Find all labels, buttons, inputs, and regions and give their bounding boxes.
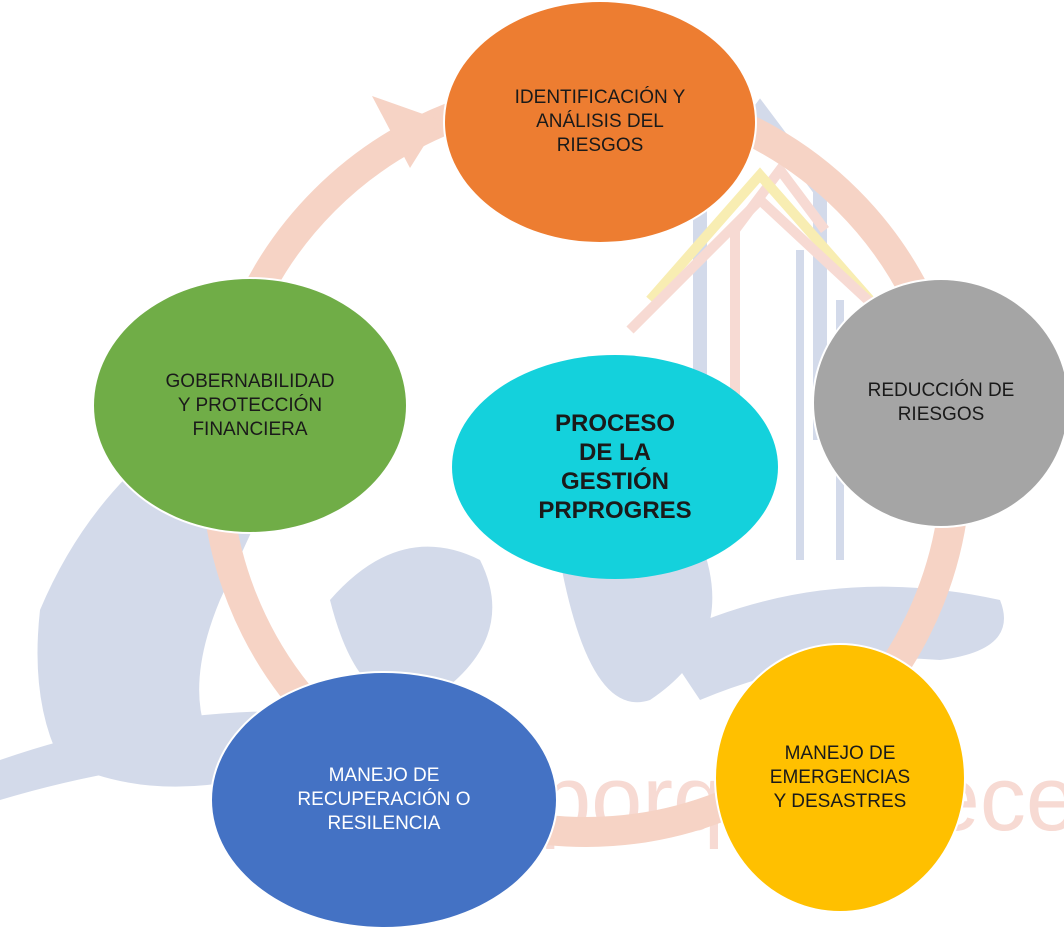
cycle-arrowhead-icon <box>372 96 440 168</box>
node-identificacion: IDENTIFICACIÓN Y ANÁLISIS DEL RIESGOS <box>443 0 757 244</box>
node-center-label: PROCESO DE LA GESTIÓN PRPROGRES <box>538 410 692 524</box>
node-reduccion: REDUCCIÓN DE RIESGOS <box>812 278 1064 528</box>
node-identificacion-label: IDENTIFICACIÓN Y ANÁLISIS DEL RIESGOS <box>514 87 686 156</box>
node-gobernabilidad: GOBERNABILIDAD Y PROTECCIÓN FINANCIERA <box>92 277 408 534</box>
node-center: PROCESO DE LA GESTIÓN PRPROGRES <box>452 355 778 579</box>
node-emergencias: MANEJO DE EMERGENCIAS Y DESASTRES <box>714 643 966 913</box>
node-emergencias-label: MANEJO DE EMERGENCIAS Y DESASTRES <box>769 743 911 812</box>
node-reduccion-label: REDUCCIÓN DE RIESGOS <box>867 380 1015 425</box>
node-gobernabilidad-label: GOBERNABILIDAD Y PROTECCIÓN FINANCIERA <box>165 370 335 440</box>
node-recuperacion-label: MANEJO DE RECUPERACIÓN O RESILENCIA <box>297 765 471 834</box>
node-recuperacion: MANEJO DE RECUPERACIÓN O RESILENCIA <box>210 671 558 929</box>
